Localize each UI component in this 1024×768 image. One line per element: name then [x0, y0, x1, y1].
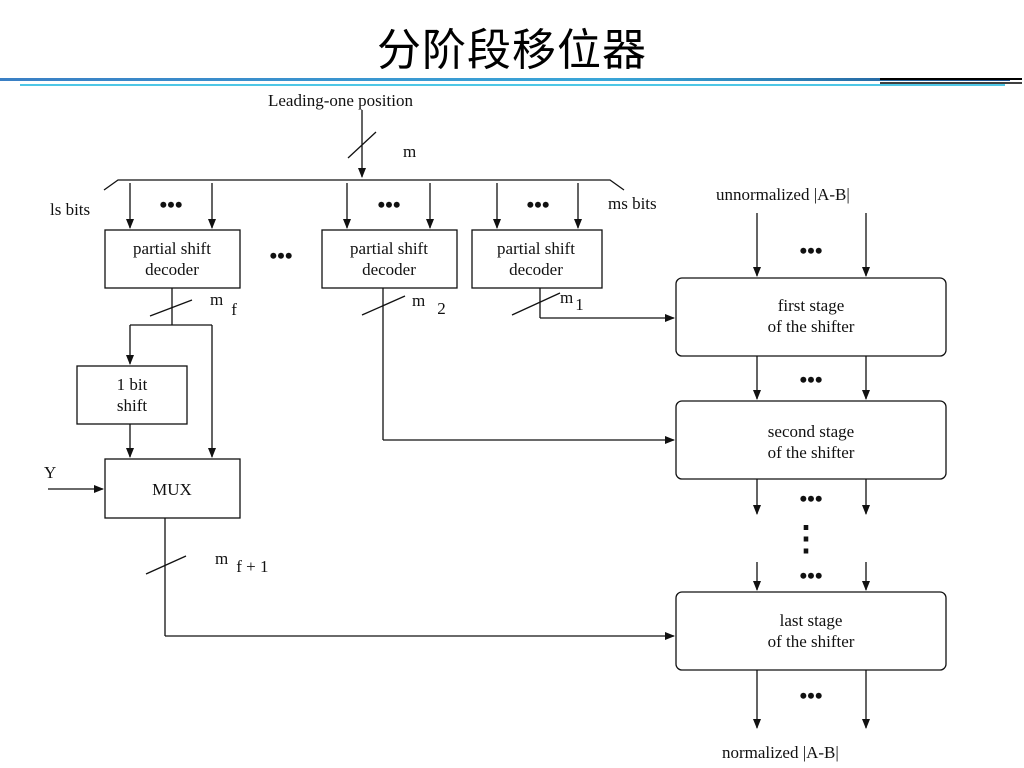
one-bit-line2: shift	[117, 396, 148, 415]
ls-bits-label: ls bits	[50, 200, 90, 219]
normalized-label: normalized |A-B|	[722, 743, 839, 762]
second-stage-line2: of the shifter	[768, 443, 855, 462]
leading-one-label: Leading-one position	[268, 91, 413, 110]
vertical-ellipsis: ⋮	[789, 521, 823, 558]
slide-title: 分阶段移位器	[377, 25, 647, 76]
first-stage-line1: first stage	[778, 296, 845, 315]
mf-label: mf	[210, 290, 237, 319]
decoder-2-box	[321, 229, 458, 289]
decoder-2-line2: decoder	[362, 260, 416, 279]
decoder-f-line1: partial shift	[133, 239, 211, 258]
second-stage-line1: second stage	[768, 422, 854, 441]
first-stage-line2: of the shifter	[768, 317, 855, 336]
ellipsis-1-2: •••	[799, 367, 822, 392]
bus-m-label: m	[403, 142, 416, 161]
header-rule	[0, 78, 1022, 86]
ellipsis-last-in: •••	[799, 563, 822, 588]
ellipsis-2-out: •••	[799, 486, 822, 511]
decoder-1-line2: decoder	[509, 260, 563, 279]
ellipsis-out: •••	[799, 683, 822, 708]
decoder-2-line1: partial shift	[350, 239, 428, 258]
second-stage-box	[675, 400, 947, 480]
ms-bits-label: ms bits	[608, 194, 657, 213]
decoder-1-box	[471, 229, 603, 289]
one-bit-line1: 1 bit	[117, 375, 148, 394]
unnormalized-label: unnormalized |A-B|	[716, 185, 850, 204]
decoder-1-line1: partial shift	[497, 239, 575, 258]
ellipsis-decoders: •••	[269, 243, 292, 268]
ellipsis-in: •••	[799, 238, 822, 263]
first-stage-box	[675, 277, 947, 357]
mux-box	[104, 458, 241, 519]
one-bit-shift-box	[76, 365, 188, 425]
last-stage-line2: of the shifter	[768, 632, 855, 651]
last-stage-line1: last stage	[780, 611, 843, 630]
ellipsis-mid: •••	[377, 192, 400, 217]
y-input-label: Y	[44, 463, 56, 482]
decoder-f-line2: decoder	[145, 260, 199, 279]
last-stage-box	[675, 591, 947, 671]
ellipsis-ls: •••	[159, 192, 182, 217]
mux-label: MUX	[152, 480, 192, 499]
ellipsis-ms: •••	[526, 192, 549, 217]
